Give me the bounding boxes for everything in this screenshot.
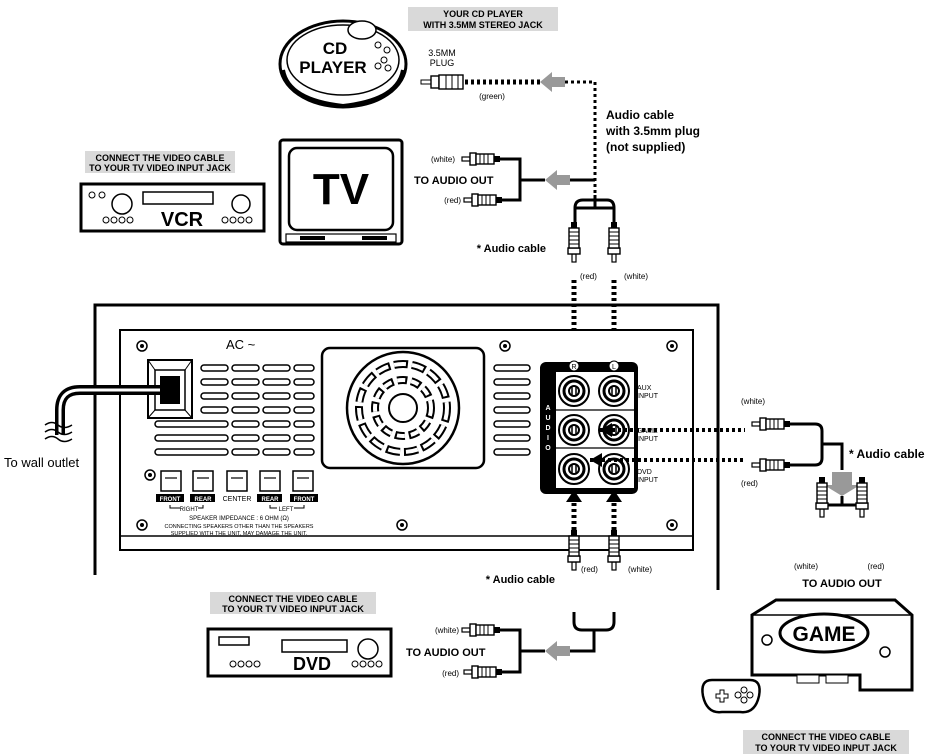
wall-outlet: To wall outlet: [4, 455, 80, 470]
top-cable-white: (white): [624, 272, 648, 281]
dvd-white: (white): [435, 626, 459, 635]
game-1: GAME: [637, 428, 658, 435]
audio-v-3: I: [547, 435, 549, 442]
dvd-1: DVD: [637, 469, 652, 476]
tv-device: TV: [278, 138, 404, 246]
spk-front-l: FRONT: [294, 497, 315, 503]
game-white-bottom: (white): [794, 562, 818, 571]
jack-r: R: [571, 364, 576, 371]
cd-label-2: PLAYER: [299, 58, 366, 77]
plug-label-1: 3.5MM: [428, 48, 456, 58]
dvd-label: DVD: [293, 654, 331, 674]
game-audio-out: TO AUDIO OUT: [802, 578, 882, 590]
game-r-jack: [557, 413, 591, 447]
tv-red: (red): [444, 196, 461, 205]
game-red-top: (red): [741, 479, 758, 488]
dvd-r-jack: [557, 452, 591, 486]
spk-rear-r: REAR: [194, 497, 212, 503]
game-label: GAME: [793, 623, 856, 646]
cd-player: CD PLAYER: [278, 19, 408, 109]
dvd-header-2: TO YOUR TV VIDEO INPUT JACK: [222, 604, 364, 614]
impedance: SPEAKER IMPEDANCE : 6 OHM (Ω): [189, 516, 289, 522]
arrow-left-icon: [545, 170, 570, 190]
aux-r-jack: [557, 374, 591, 408]
warning-2: SUPPLIED WITH THE UNIT, MAY DAMAGE THE U…: [171, 531, 308, 537]
plug-color: (green): [479, 92, 505, 101]
ac-label: AC ~: [226, 337, 256, 352]
spk-front-r: FRONT: [160, 497, 181, 503]
vcr-header: CONNECT THE VIDEO CABLE TO YOUR TV VIDEO…: [85, 151, 235, 173]
left-label: LEFT: [279, 507, 294, 513]
game-cable-label: * Audio cable: [849, 447, 925, 461]
main-unit: AC ~: [93, 303, 720, 590]
audio-v-4: O: [545, 445, 551, 452]
audio-v-2: D: [545, 425, 550, 432]
game-footer: CONNECT THE VIDEO CABLE TO YOUR TV VIDEO…: [743, 730, 909, 754]
jack-l: L: [612, 364, 616, 371]
dvd-device: DVD: [206, 627, 393, 678]
vcr-device: VCR: [79, 182, 266, 233]
audio-v-0: A: [545, 405, 550, 412]
cd-header-1: YOUR CD PLAYER: [443, 9, 523, 19]
audio-v-1: U: [545, 415, 550, 422]
tv-label: TV: [313, 165, 370, 214]
cable35-1: Audio cable: [606, 108, 674, 122]
game-footer-1: CONNECT THE VIDEO CABLE: [761, 732, 890, 742]
arrow-left-icon: [545, 641, 570, 661]
arrow-down-icon: [824, 472, 860, 496]
dvd-header-1: CONNECT THE VIDEO CABLE: [228, 594, 357, 604]
aux-1: AUX: [637, 385, 652, 392]
right-label: RIGHT: [180, 507, 199, 513]
tv-audio-out: TO AUDIO OUT: [414, 175, 494, 187]
dvd-audio-out: TO AUDIO OUT: [406, 647, 486, 659]
plug-label-2: PLUG: [430, 58, 455, 68]
game-red-bottom: (red): [868, 562, 885, 571]
aux-l-jack: [597, 374, 631, 408]
vcr-header-1: CONNECT THE VIDEO CABLE: [95, 153, 224, 163]
vcr-header-2: TO YOUR TV VIDEO INPUT JACK: [89, 163, 231, 173]
cable35-3: (not supplied): [606, 140, 685, 154]
cable35-2: with 3.5mm plug: [605, 124, 700, 138]
arrow-left-icon: [540, 72, 565, 92]
game-footer-2: TO YOUR TV VIDEO INPUT JACK: [755, 743, 897, 753]
mini-plug: [420, 74, 464, 90]
bottom-cable-red: (red): [581, 565, 598, 574]
cd-label-1: CD: [323, 39, 348, 58]
game-2: INPUT: [637, 436, 659, 443]
top-cable-label: * Audio cable: [477, 243, 546, 255]
game-console: GAME: [701, 598, 914, 714]
power-cord: [44, 385, 160, 443]
cd-header: YOUR CD PLAYER WITH 3.5MM STEREO JACK: [408, 7, 558, 31]
spk-rear-l: REAR: [261, 497, 279, 503]
warning-1: CONNECTING SPEAKERS OTHER THAN THE SPEAK…: [165, 524, 314, 530]
dvd-2: INPUT: [637, 477, 659, 484]
dvd-header: CONNECT THE VIDEO CABLE TO YOUR TV VIDEO…: [210, 592, 376, 614]
cd-header-2: WITH 3.5MM STEREO JACK: [423, 20, 543, 30]
spk-center: CENTER: [223, 496, 252, 503]
aux-2: INPUT: [637, 393, 659, 400]
bottom-cable-white: (white): [628, 565, 652, 574]
vcr-label: VCR: [161, 209, 204, 231]
top-cable-red: (red): [580, 272, 597, 281]
game-white-top: (white): [741, 397, 765, 406]
bottom-cable-label: * Audio cable: [486, 574, 555, 586]
dvd-red: (red): [442, 669, 459, 678]
tv-white: (white): [431, 155, 455, 164]
